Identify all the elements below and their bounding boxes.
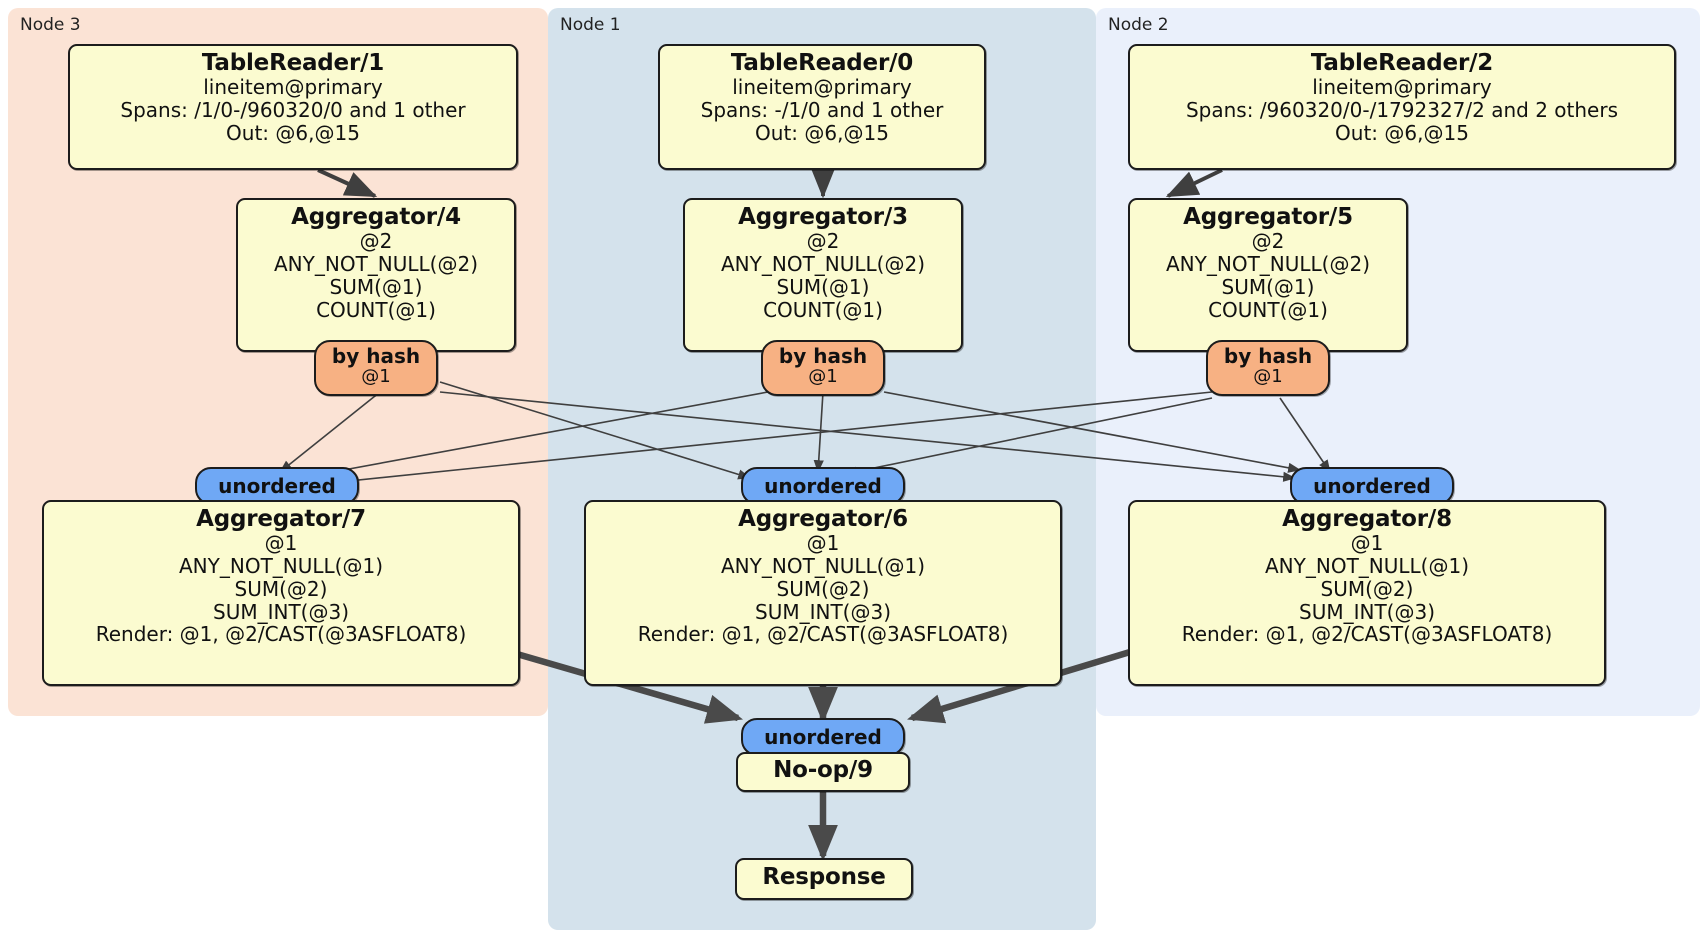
processor-aggregator-8[interactable]: Aggregator/8 @1 ANY_NOT_NULL(@1) SUM(@2)… [1128,500,1606,686]
processor-detail: COUNT(@1) [316,297,436,322]
node-label-node2: Node 2 [1108,15,1169,35]
processor-detail: @2 [806,229,840,254]
output-router-by-hash-center[interactable]: by hash @1 [761,340,885,396]
input-sync-label: unordered [764,474,882,498]
processor-detail: Spans: /1/0-/960320/0 and 1 other [120,98,466,123]
processor-detail: @2 [359,229,393,254]
processor-detail: @1 [806,531,840,556]
processor-detail: ANY_NOT_NULL(@1) [179,554,383,579]
processor-title: TableReader/1 [201,50,385,76]
processor-detail: Spans: /960320/0-/1792327/2 and 2 others [1185,98,1618,123]
processor-detail: Spans: -/1/0 and 1 other [700,98,944,123]
processor-detail: ANY_NOT_NULL(@2) [1166,252,1370,277]
processor-detail: Render: @1, @2/CAST(@3ASFLOAT8) [1181,622,1553,647]
input-sync-label: unordered [764,725,882,749]
processor-title: Aggregator/4 [291,204,461,230]
processor-detail: @1 [1350,531,1384,556]
processor-detail: ANY_NOT_NULL(@2) [274,252,478,277]
processor-table-reader-2[interactable]: TableReader/2 lineitem@primary Spans: /9… [1128,44,1676,170]
processor-detail: Out: @6,@15 [755,120,889,145]
node-label-node1: Node 1 [560,15,621,35]
processor-title: TableReader/0 [730,50,914,76]
processor-detail: ANY_NOT_NULL(@2) [721,252,925,277]
processor-detail: @2 [1251,229,1285,254]
processor-no-op-9[interactable]: No-op/9 [736,752,910,792]
router-column-label: @1 [361,366,391,388]
processor-detail: SUM(@2) [1320,576,1414,601]
input-sync-unordered-final[interactable]: unordered [741,718,905,756]
input-sync-label: unordered [218,474,336,498]
output-router-by-hash-left[interactable]: by hash @1 [314,340,438,396]
processor-title: Aggregator/3 [738,204,908,230]
processor-detail: ANY_NOT_NULL(@1) [721,554,925,579]
processor-aggregator-7[interactable]: Aggregator/7 @1 ANY_NOT_NULL(@1) SUM(@2)… [42,500,520,686]
processor-title: TableReader/2 [1310,50,1494,76]
input-sync-unordered-left[interactable]: unordered [195,467,359,505]
processor-aggregator-5[interactable]: Aggregator/5 @2 ANY_NOT_NULL(@2) SUM(@1)… [1128,198,1408,352]
processor-detail: lineitem@primary [1312,75,1492,100]
processor-detail: SUM(@2) [234,576,328,601]
processor-title: Aggregator/5 [1183,204,1353,230]
router-type-label: by hash [1223,344,1313,368]
processor-table-reader-1[interactable]: TableReader/1 lineitem@primary Spans: /1… [68,44,518,170]
processor-title: Response [762,864,886,890]
node-label-node3: Node 3 [20,15,81,35]
processor-detail: SUM(@1) [329,274,423,299]
processor-detail: ANY_NOT_NULL(@1) [1265,554,1469,579]
processor-detail: COUNT(@1) [1208,297,1328,322]
processor-detail: Out: @6,@15 [226,120,360,145]
processor-detail: lineitem@primary [732,75,912,100]
processor-detail: SUM(@1) [776,274,870,299]
processor-aggregator-6[interactable]: Aggregator/6 @1 ANY_NOT_NULL(@1) SUM(@2)… [584,500,1062,686]
processor-detail: COUNT(@1) [763,297,883,322]
processor-title: Aggregator/7 [196,506,366,532]
processor-aggregator-4[interactable]: Aggregator/4 @2 ANY_NOT_NULL(@2) SUM(@1)… [236,198,516,352]
input-sync-label: unordered [1313,474,1431,498]
processor-title: Aggregator/8 [1282,506,1452,532]
input-sync-unordered-right[interactable]: unordered [1290,467,1454,505]
router-column-label: @1 [1253,366,1283,388]
router-column-label: @1 [808,366,838,388]
processor-detail: Render: @1, @2/CAST(@3ASFLOAT8) [637,622,1009,647]
processor-detail: SUM(@1) [1221,274,1315,299]
processor-detail: SUM_INT(@3) [755,599,891,624]
processor-detail: SUM_INT(@3) [213,599,349,624]
router-type-label: by hash [778,344,868,368]
processor-response[interactable]: Response [735,858,913,900]
processor-table-reader-0[interactable]: TableReader/0 lineitem@primary Spans: -/… [658,44,986,170]
processor-detail: Render: @1, @2/CAST(@3ASFLOAT8) [95,622,467,647]
processor-aggregator-3[interactable]: Aggregator/3 @2 ANY_NOT_NULL(@2) SUM(@1)… [683,198,963,352]
processor-detail: Out: @6,@15 [1335,120,1469,145]
processor-title: Aggregator/6 [738,506,908,532]
processor-detail: lineitem@primary [203,75,383,100]
processor-detail: SUM(@2) [776,576,870,601]
processor-detail: SUM_INT(@3) [1299,599,1435,624]
processor-title: No-op/9 [773,757,873,783]
processor-detail: @1 [264,531,298,556]
router-type-label: by hash [331,344,421,368]
output-router-by-hash-right[interactable]: by hash @1 [1206,340,1330,396]
